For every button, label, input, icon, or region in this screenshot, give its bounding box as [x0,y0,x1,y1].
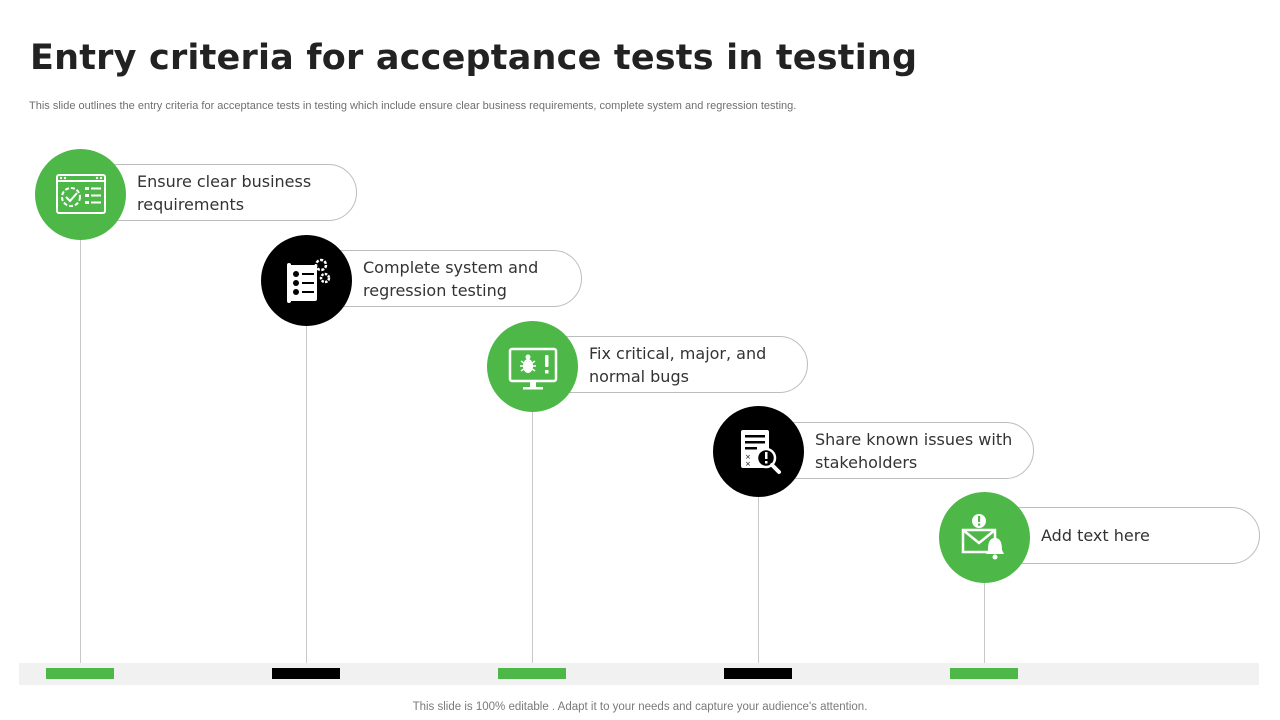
step-4-text: Share known issues with stakeholders [815,429,1013,472]
step-5-circle [939,492,1030,583]
connector-line-3 [532,411,533,663]
slide-footer: This slide is 100% editable . Adapt it t… [412,701,868,713]
step-3-text: Fix critical, major, and normal bugs [589,343,767,386]
document-search-alert-icon: × × [740,429,781,474]
timeline-marker-3 [498,668,566,679]
timeline-marker-5 [950,668,1018,679]
connector-line-4 [758,497,759,663]
checklist-gear-icon [286,258,330,303]
step-5-pill: Add text here [984,507,1260,564]
step-1-text: Ensure clear business requirements [137,171,312,214]
svg-text:×: × [745,460,751,468]
connector-line-5 [984,582,985,663]
bug-monitor-icon [508,347,557,389]
step-1-circle [35,149,126,240]
timeline-marker-2 [272,668,340,679]
step-5-text: Add text here [1041,526,1150,545]
mail-alert-bell-icon [961,513,1004,559]
svg-text:×: × [745,453,751,461]
timeline-marker-4 [724,668,792,679]
requirements-checklist-icon [55,173,106,214]
step-4-pill: Share known issues with stakeholders [758,422,1034,479]
step-2-text: Complete system and regression testing [363,257,539,300]
timeline-marker-1 [46,668,114,679]
step-2-pill: Complete system and regression testing [306,250,582,307]
slide-subtitle: This slide outlines the entry criteria f… [29,100,797,112]
step-3-pill: Fix critical, major, and normal bugs [532,336,808,393]
step-1-pill: Ensure clear business requirements [80,164,357,221]
timeline-track [19,663,1259,685]
connector-line-1 [80,240,81,663]
slide-title: Entry criteria for acceptance tests in t… [30,38,918,78]
step-3-circle [487,321,578,412]
connector-line-2 [306,325,307,663]
step-4-circle: × × [713,406,804,497]
step-2-circle [261,235,352,326]
